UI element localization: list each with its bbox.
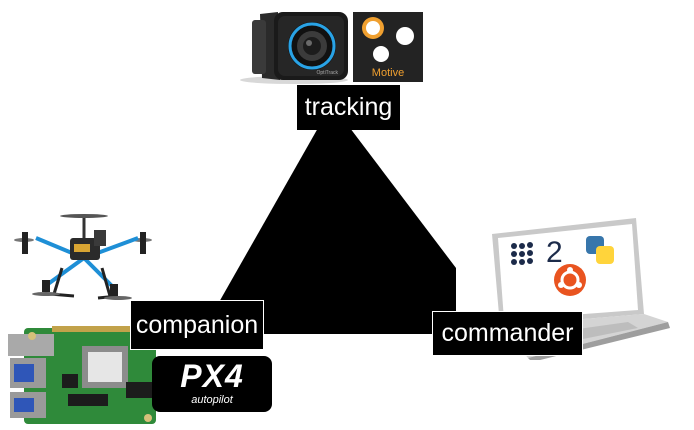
- px4-logo-text: PX4: [180, 358, 244, 394]
- companion-computer-board-image: [8, 322, 158, 426]
- motive-logo: Motive: [353, 12, 423, 82]
- tracking-label: tracking: [297, 85, 400, 130]
- tracking-camera-image: OptiTrack: [238, 10, 350, 84]
- px4-autopilot-logo: PX4 autopilot: [152, 356, 272, 412]
- commander-laptop-image: [488, 218, 670, 360]
- ros2-logo-text: 2: [546, 236, 563, 269]
- companion-label: companion: [130, 300, 264, 350]
- motive-logo-text: Motive: [371, 67, 405, 79]
- svg-text:OptiTrack: OptiTrack: [317, 70, 339, 76]
- quadcopter-drone-image: [14, 210, 154, 302]
- commander-label: commander: [432, 311, 583, 356]
- px4-logo-subtext: autopilot: [191, 394, 233, 406]
